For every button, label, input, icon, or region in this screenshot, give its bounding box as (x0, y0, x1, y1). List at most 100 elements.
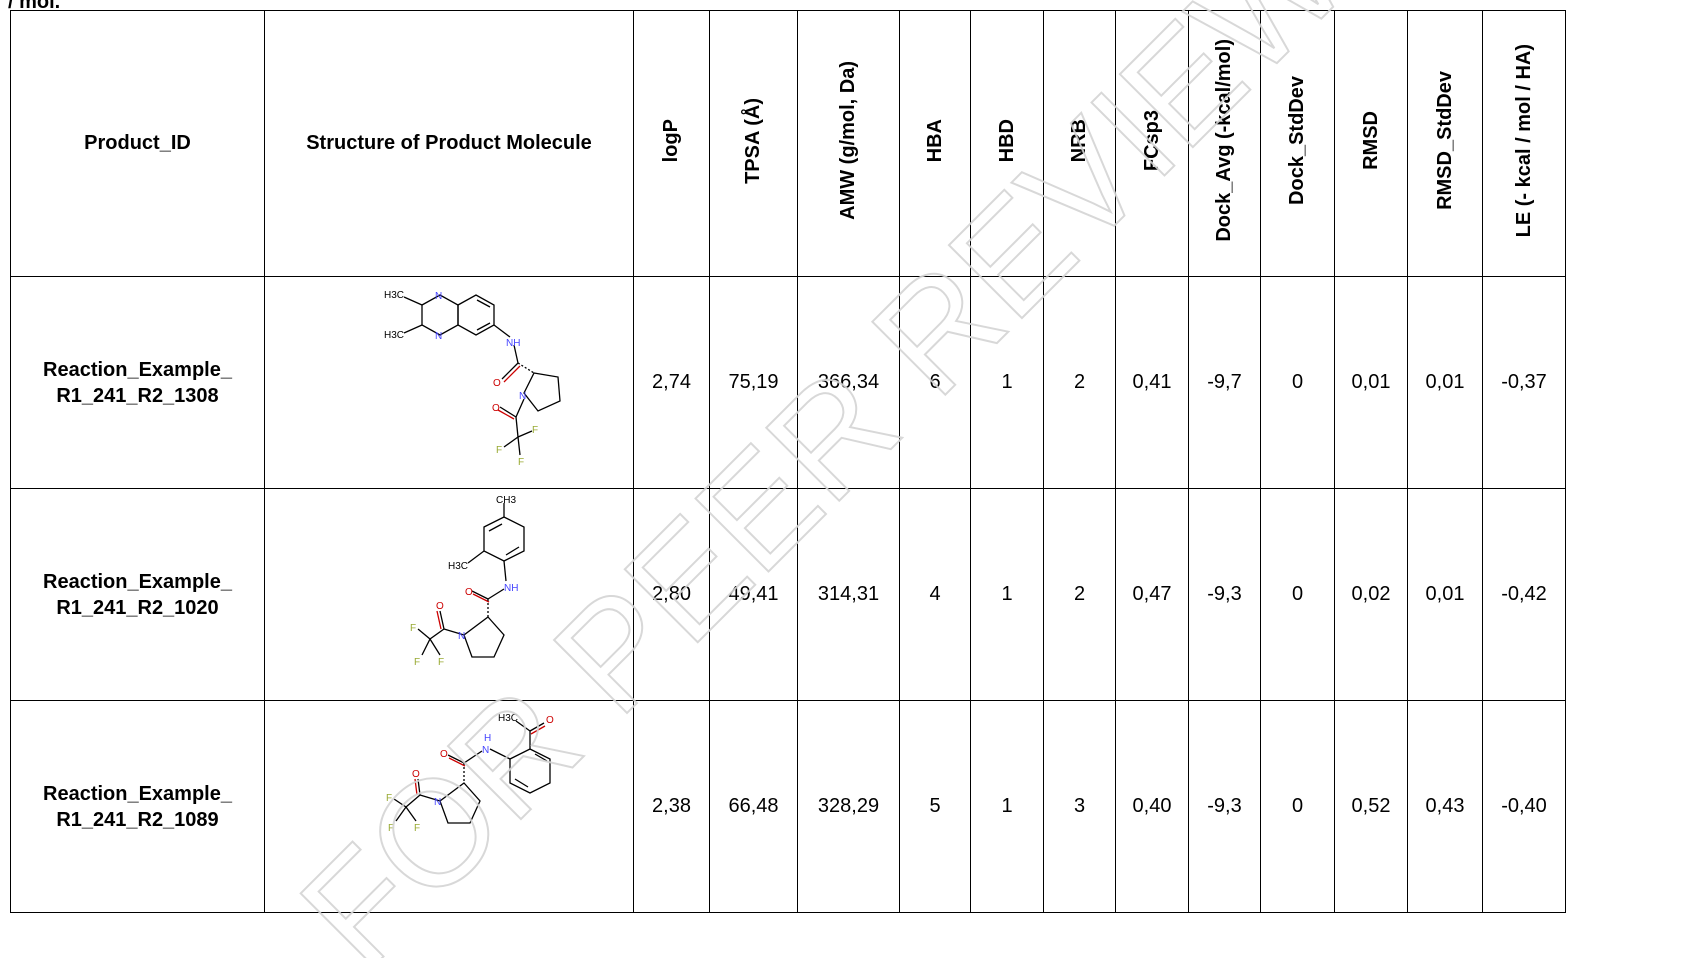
header-logp: logP (633, 10, 710, 277)
value-cell: 0,01 (1407, 276, 1483, 489)
value-cell: -9,7 (1188, 276, 1261, 489)
bond (463, 749, 483, 764)
header-label: RMSD (1359, 111, 1382, 170)
value-cell: 4 (899, 488, 971, 701)
value-cell: -0,37 (1482, 276, 1566, 489)
value-cell: -9,3 (1188, 700, 1261, 913)
header-label: RMSD_StdDev (1433, 71, 1456, 210)
atom-label: F (496, 445, 502, 456)
atom-label: H3C (384, 290, 404, 301)
header-fcsp3: FCsp3 (1115, 10, 1189, 277)
product-id-cell: Reaction_Example_R1_241_R2_1089 (10, 700, 265, 913)
bond (405, 806, 417, 821)
value-cell: 2 (1043, 276, 1116, 489)
value-cell: -0,42 (1482, 488, 1566, 701)
value-cell: 2,74 (633, 276, 710, 489)
header-label: logP (660, 118, 682, 163)
header-label: AMW (g/mol, Da) (837, 61, 859, 220)
atom-label: N (519, 391, 526, 402)
bond (515, 416, 519, 437)
bond (414, 778, 418, 795)
atom-label: F (410, 623, 416, 634)
value-cell: 0,43 (1407, 700, 1483, 913)
benzene-ring (509, 747, 551, 794)
header-label: TPSA (Å) (742, 97, 764, 184)
atom-label: F (386, 793, 392, 804)
bond (503, 435, 519, 448)
header-label: FCsp3 (1140, 109, 1163, 172)
atom-label: H3C (448, 561, 468, 572)
bond (403, 323, 423, 334)
atom-label: F (414, 657, 420, 668)
value-cell: 49,41 (709, 488, 798, 701)
header-label: Dock_Avg (-kcal/mol) (1213, 39, 1235, 242)
atom-label: F (388, 823, 394, 834)
bond (493, 323, 511, 338)
bond (447, 753, 465, 764)
atom-label: NH (504, 583, 518, 594)
benzene-ring (457, 293, 495, 336)
header-rmsd-stddev: RMSD_StdDev (1407, 10, 1483, 277)
bond (487, 587, 505, 600)
value-cell: 0,02 (1334, 488, 1408, 701)
value-cell: 1 (970, 276, 1044, 489)
bond (421, 638, 431, 655)
header-label: HBD (995, 118, 1018, 163)
bond (505, 545, 520, 556)
header-label: LE (- kcal / mol / HA) (1512, 43, 1535, 238)
header-hba: HBA (899, 10, 971, 277)
value-cell: 0 (1260, 488, 1335, 701)
bond (471, 589, 489, 600)
header-rmsd: RMSD (1334, 10, 1408, 277)
bond (405, 794, 421, 807)
product-id-line: Reaction_Example_ (43, 358, 232, 381)
header-product-id: Product_ID (10, 10, 265, 277)
atom-label: NH (506, 338, 520, 349)
atom-label: N (435, 331, 442, 342)
atom-label: O (436, 601, 444, 612)
atom-label: O (492, 403, 500, 414)
bond (419, 793, 441, 802)
bond (476, 321, 491, 331)
value-cell: 1 (970, 488, 1044, 701)
bond (417, 778, 421, 795)
table-row: Reaction_Example_R1_241_R2_1308 (10, 276, 1566, 489)
value-cell: 0 (1260, 276, 1335, 489)
atom-label: H3C (498, 713, 518, 724)
value-cell: 5 (899, 700, 971, 913)
bond (429, 638, 441, 655)
value-cell: 2,38 (633, 700, 710, 913)
bond (439, 610, 445, 629)
molecule-structure: H3C O H N O O N F F F (386, 713, 554, 834)
bond (515, 719, 531, 732)
value-cell: 0,41 (1115, 276, 1189, 489)
value-cell: -9,3 (1188, 488, 1261, 701)
product-id-cell: Reaction_Example_R1_241_R2_1020 (10, 488, 265, 701)
bond (403, 295, 423, 306)
bond (517, 361, 535, 374)
value-cell: 314,31 (797, 488, 900, 701)
header-dock-stddev: Dock_StdDev (1260, 10, 1335, 277)
value-cell: -0,40 (1482, 700, 1566, 913)
bond (472, 592, 490, 603)
pyrrolidine-ring (523, 371, 561, 412)
atom-label: N (458, 631, 465, 642)
bond (488, 522, 503, 532)
bond (534, 752, 548, 762)
header-tpsa: TPSA (Å) (709, 10, 798, 277)
bond (514, 777, 529, 788)
structure-cell: CH3 H3C NH O O N F F F (264, 488, 634, 701)
value-cell: 75,19 (709, 276, 798, 489)
header-label: Dock_StdDev (1286, 76, 1308, 205)
product-id-cell: Reaction_Example_R1_241_R2_1308 (10, 276, 265, 489)
header-label: NRB (1068, 118, 1090, 163)
bond (497, 408, 515, 420)
atom-label: H (484, 733, 491, 744)
pyrrolidine-ring (439, 781, 481, 824)
header-amw: AMW (g/mol, Da) (797, 10, 900, 277)
atom-label: F (414, 823, 420, 834)
atom-label: H3C (384, 330, 404, 341)
value-cell: 0,40 (1115, 700, 1189, 913)
bond (467, 549, 485, 564)
product-id-line: R1_241_R2_1020 (56, 596, 219, 619)
